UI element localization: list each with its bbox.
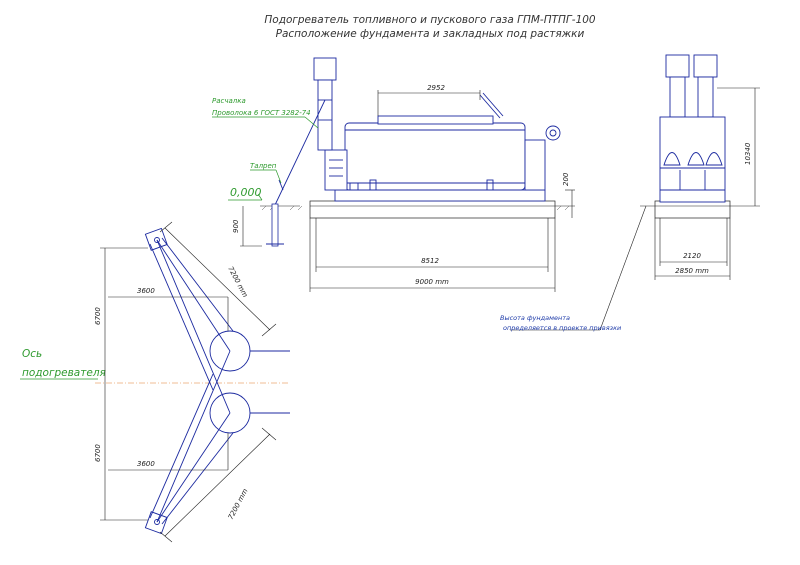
dim-10340: 10340 — [744, 142, 752, 165]
end-view: 10340 2120 2850 mm Высота фундамента опр… — [500, 54, 760, 332]
dim-3600-top: 3600 — [137, 287, 155, 295]
axis-label-1: Ось — [22, 348, 42, 360]
dim-7200-bottom: 7200 mm — [227, 487, 250, 521]
dim-3600-bottom: 3600 — [137, 460, 155, 468]
title-line1: Подогреватель топливного и пускового газ… — [264, 14, 596, 26]
dim-2952: 2952 — [427, 84, 445, 92]
anchor-top — [144, 227, 168, 251]
stack — [317, 79, 333, 151]
note-foundation-2: определяется в проекте привязки — [503, 324, 621, 332]
note-foundation-1: Высота фундамента — [500, 314, 570, 322]
dim-6700-bottom: 6700 — [94, 444, 102, 462]
foundation-end — [654, 200, 731, 219]
dim-900: 900 — [232, 219, 240, 233]
heater-end — [659, 116, 726, 203]
anchor-bottom — [144, 511, 168, 535]
stack-cap — [313, 57, 337, 81]
title-line2: Расположение фундамента и закладных под … — [276, 28, 585, 40]
foundation-side — [309, 200, 556, 219]
label-talrep: Талреп — [250, 162, 277, 170]
dim-6700-top: 6700 — [94, 307, 102, 325]
skid-frame — [334, 189, 546, 202]
dim-2850: 2850 mm — [675, 267, 709, 275]
plan-view: Ось подогревателя 6700 6700 3600 — [20, 221, 290, 543]
dim-7200-top: 7200 mm — [226, 265, 249, 299]
side-view: 2952 8512 9000 mm 200 900 0,000 Расчалка… — [212, 57, 575, 292]
axis-label-2: подогревателя — [22, 367, 106, 379]
level-zero: 0,000 — [230, 186, 262, 199]
label-raschalka: Расчалка — [212, 97, 246, 105]
dim-8512: 8512 — [421, 257, 439, 265]
label-wire: Проволока 6 ГОСТ 3282-74 — [212, 109, 311, 117]
dim-200: 200 — [562, 172, 570, 186]
dim-2120: 2120 — [683, 252, 701, 260]
dim-9000: 9000 mm — [415, 278, 449, 286]
